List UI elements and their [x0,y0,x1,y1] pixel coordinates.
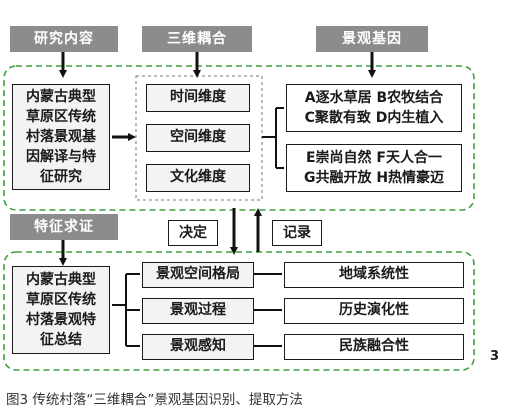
result-historical-evolution-box: 历史演化性 [284,298,464,324]
gene-group-2-box: E崇尚自然 F天人合一 G共融开放 H热情豪迈 [286,144,462,192]
result-ethnic-fusion-box: 民族融合性 [284,334,464,360]
feature-summary-line: 村落景观特 [26,312,96,328]
research-topic-line: 村落景观基 [26,129,96,145]
dimension-space-box: 空间维度 [146,124,250,152]
research-topic-line: 草原区传统 [26,109,96,125]
feature-spatial-pattern-box: 景观空间格局 [142,262,254,288]
header-three-dimensional-coupling: 三维耦合 [142,26,252,52]
gene-group-2-line: G共融开放 H热情豪迈 [303,170,445,186]
gene-group-1-line: A逐水草居 B农牧结合 [304,90,444,106]
feature-summary-line: 内蒙古典型 [26,272,96,288]
dimension-time-box: 时间维度 [146,84,250,112]
feature-summary-box: 内蒙古典型 草原区传统 村落景观特 征总结 [12,266,110,354]
header-landscape-gene: 景观基因 [316,26,428,52]
gene-group-2-line: E崇尚自然 F天人合一 [305,150,442,166]
research-topic-box: 内蒙古典型 草原区传统 村落景观基 因解译与特 征研究 [12,84,110,190]
research-topic-line: 因解译与特 [26,149,96,165]
research-topic-line: 内蒙古典型 [26,89,96,105]
feature-perception-box: 景观感知 [142,334,254,360]
research-topic-line: 征研究 [40,169,82,185]
gene-group-1-line: C聚散有致 D内生植入 [304,110,444,126]
page-number: 3 [490,349,500,364]
top-dashed-frame [3,65,475,211]
gene-group-1-box: A逐水草居 B农牧结合 C聚散有致 D内生植入 [286,84,462,132]
connector-decide-label: 决定 [168,220,218,246]
figure-caption: 图3 传统村落“三维耦合”景观基因识别、提取方法 [6,392,303,408]
header-research-content: 研究内容 [10,26,118,52]
bottom-dashed-frame [3,251,475,371]
feature-process-box: 景观过程 [142,298,254,324]
feature-summary-line: 草原区传统 [26,292,96,308]
dimension-culture-box: 文化维度 [146,164,250,192]
feature-summary-line: 征总结 [40,332,82,348]
connector-record-label: 记录 [272,220,322,246]
header-feature-verification: 特征求证 [10,214,118,240]
result-regional-system-box: 地域系统性 [284,262,464,288]
